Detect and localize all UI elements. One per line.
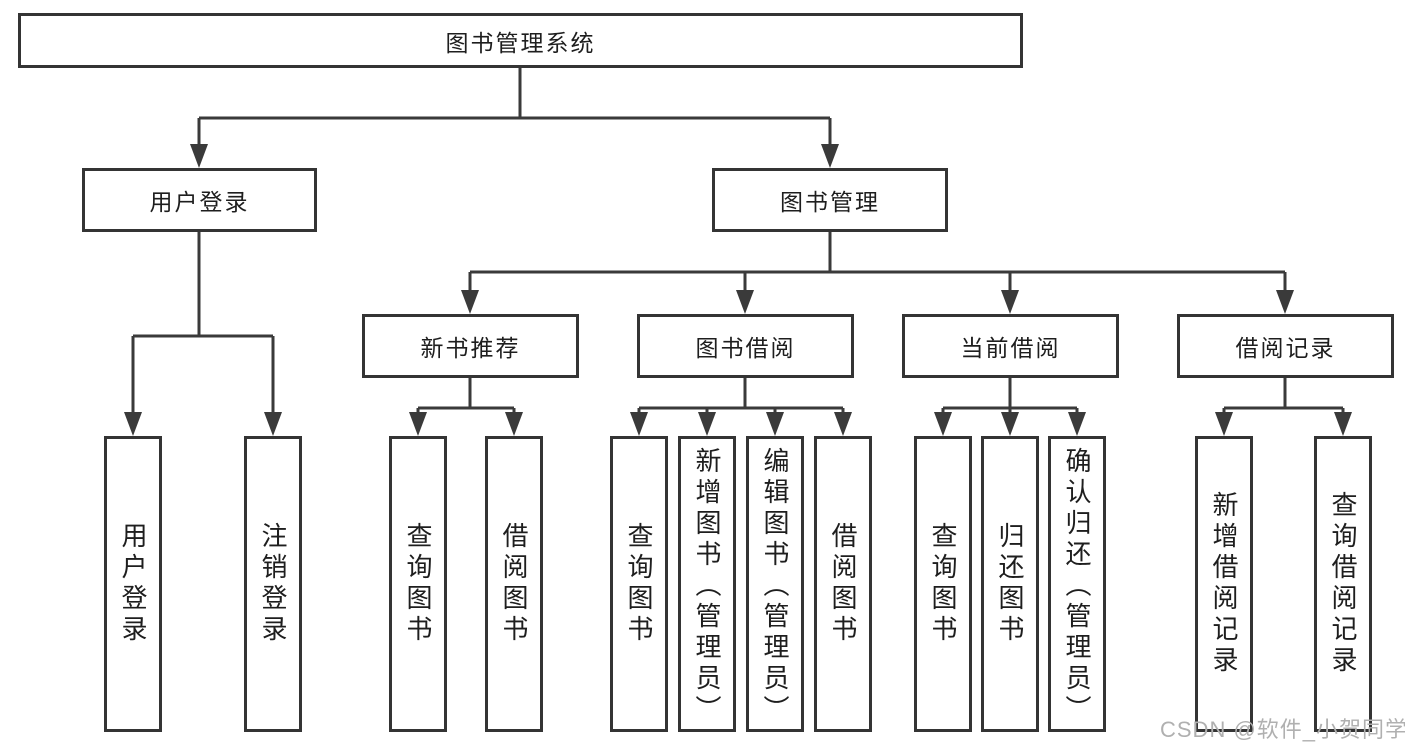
edge-new-book-recommend-to-leaves bbox=[409, 378, 523, 436]
leaf-confirm-return-admin: 确认归还（管理员） bbox=[1048, 436, 1106, 732]
leaf-borrow-books-borrowing: 借阅图书 bbox=[814, 436, 872, 732]
node-current-borrowing: 当前借阅 bbox=[902, 314, 1119, 378]
node-book-borrowing: 图书借阅 bbox=[637, 314, 854, 378]
node-borrowing-records: 借阅记录 bbox=[1177, 314, 1394, 378]
leaf-borrow-books-recommend: 借阅图书 bbox=[485, 436, 543, 732]
edge-borrowing-records-to-leaves bbox=[1215, 378, 1352, 436]
node-user-login: 用户登录 bbox=[82, 168, 317, 232]
edge-current-borrowing-to-leaves bbox=[934, 378, 1086, 436]
leaf-query-books-recommend: 查询图书 bbox=[389, 436, 447, 732]
node-new-book-recommend: 新书推荐 bbox=[362, 314, 579, 378]
leaf-add-books-admin: 新增图书（管理员） bbox=[678, 436, 736, 732]
watermark: CSDN @软件_小贺同学 bbox=[1160, 717, 1405, 742]
leaf-query-borrow-record: 查询借阅记录 bbox=[1314, 436, 1372, 732]
leaf-query-books-borrowing: 查询图书 bbox=[610, 436, 668, 732]
leaf-edit-books-admin: 编辑图书（管理员） bbox=[746, 436, 804, 732]
node-library-management-system: 图书管理系统 bbox=[18, 13, 1023, 68]
edge-user-login-to-leaves bbox=[124, 232, 282, 436]
edge-root-to-level2 bbox=[190, 68, 839, 168]
edge-book-borrowing-to-leaves bbox=[630, 378, 852, 436]
leaf-user-login: 用户登录 bbox=[104, 436, 162, 732]
leaf-return-books: 归还图书 bbox=[981, 436, 1039, 732]
leaf-query-books-current: 查询图书 bbox=[914, 436, 972, 732]
leaf-logout: 注销登录 bbox=[244, 436, 302, 732]
node-book-management: 图书管理 bbox=[712, 168, 948, 232]
leaf-add-borrow-record: 新增借阅记录 bbox=[1195, 436, 1253, 732]
edge-book-management-to-level3 bbox=[461, 232, 1294, 314]
